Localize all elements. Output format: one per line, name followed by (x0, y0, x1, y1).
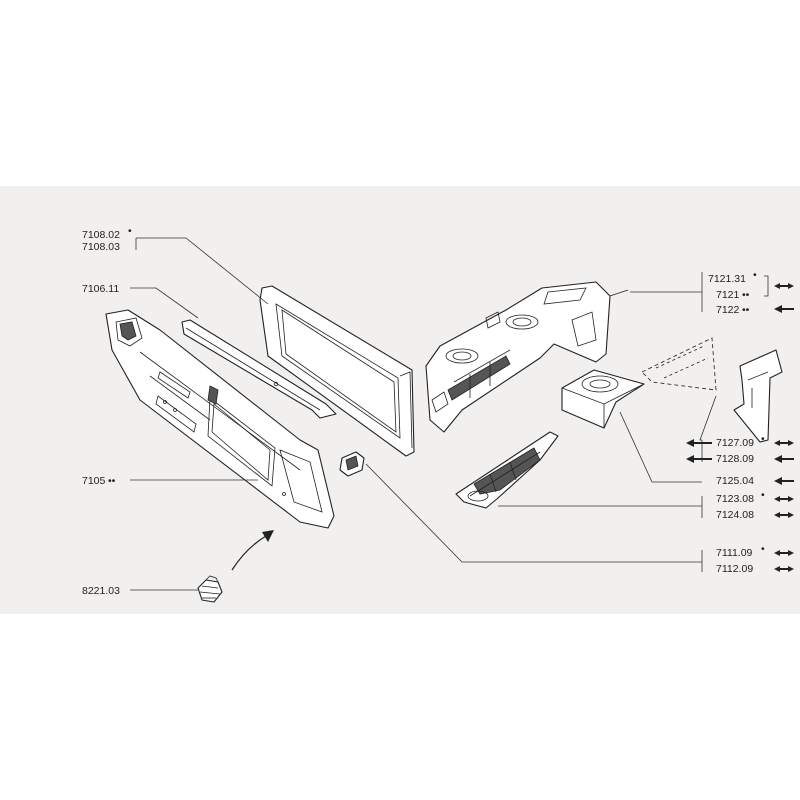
label-7105-text: 7105 (82, 475, 106, 487)
left-arrow-icon (774, 305, 794, 313)
part-7123-duct (455, 431, 559, 509)
left-right-arrow-icon (774, 566, 794, 572)
label-7121-31-mark: • (753, 269, 757, 281)
part-8221-03-grommet (197, 575, 223, 603)
label-7127: 7127.09 • 7128.09 (716, 433, 765, 465)
label-7105: 7105 •• (82, 475, 116, 487)
label-7128-09: 7128.09 (716, 453, 754, 465)
part-7105-frame (105, 309, 335, 529)
label-7112-09: 7112.09 (716, 563, 753, 575)
label-7105-mark: •• (108, 475, 116, 487)
label-7108-03: 7108.03 (82, 241, 120, 253)
label-7127-09-mark: • (761, 433, 765, 445)
label-7121-31: 7121.31 (708, 273, 746, 285)
label-7122-text: 7122 (716, 304, 740, 316)
left-right-arrow-icon (774, 440, 794, 446)
part-7108-frame (259, 285, 415, 457)
part-7127-bracket (733, 349, 783, 443)
part-7125-04-cap (561, 369, 645, 429)
part-7121-tunnel-assembly (425, 281, 629, 433)
diagram-sheet: 7108.02 • 7108.03 7106.11 7105 •• 8221.0… (0, 186, 800, 614)
label-7124-08: 7124.08 (716, 509, 754, 521)
label-7108-02: 7108.02 (82, 229, 120, 241)
left-right-arrow-icon (774, 496, 794, 502)
left-arrow-icon (686, 439, 712, 447)
label-7121: 7121.31 • 7121 •• 7122 •• (708, 269, 769, 316)
label-7123-08-mark: • (761, 489, 765, 501)
exploded-parts-diagram: 7108.02 • 7108.03 7106.11 7105 •• 8221.0… (82, 225, 794, 603)
left-right-arrow-icon (774, 512, 794, 518)
label-7123: 7123.08 • 7124.08 (716, 489, 765, 521)
left-arrow-icon (774, 455, 794, 463)
label-7121-mark: •• (742, 289, 750, 301)
label-7108-02-mark: • (128, 225, 132, 237)
label-7111-09-mark: • (761, 543, 765, 555)
curved-arrow-icon (231, 530, 274, 571)
label-7111: 7111.09 • 7112.09 (716, 543, 765, 575)
label-7122-mark: •• (742, 304, 750, 316)
part-7111-clip (339, 451, 365, 477)
label-7111-09: 7111.09 (716, 547, 753, 559)
label-7121-text: 7121 (716, 289, 740, 301)
label-7127-09: 7127.09 (716, 437, 754, 449)
part-7127-panel (641, 337, 717, 391)
left-arrow-icon (686, 455, 712, 463)
label-7123-08: 7123.08 (716, 493, 754, 505)
label-7125-04: 7125.04 (716, 475, 754, 487)
left-right-arrow-icon (774, 283, 794, 289)
label-7106-11: 7106.11 (82, 283, 119, 295)
leader-lines (130, 237, 717, 591)
left-right-arrow-icon (774, 550, 794, 556)
label-7108: 7108.02 • 7108.03 (82, 225, 132, 253)
label-8221-03: 8221.03 (82, 585, 120, 597)
left-arrow-icon (774, 477, 794, 485)
part-7106-11-rail (181, 319, 337, 419)
